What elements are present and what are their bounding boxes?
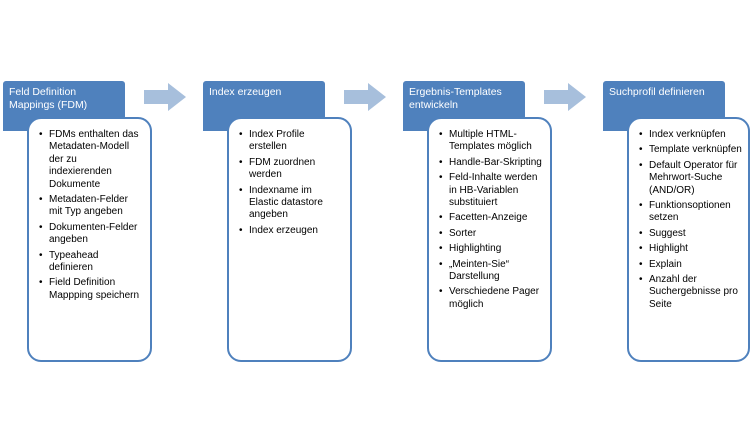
step-1-list: FDMs enthalten das Metadaten-Modell der …	[39, 129, 142, 302]
list-item: „Meinten-Sie“ Darstellung	[439, 259, 542, 284]
step-4-title: Suchprofil definieren	[609, 86, 705, 98]
list-item: Highlighting	[439, 243, 542, 256]
list-item: Verschiedene Pager möglich	[439, 286, 542, 311]
list-item: Indexname im Elastic datastore angeben	[239, 185, 342, 222]
step-3-title: Ergebnis-Templates entwickeln	[409, 86, 502, 111]
list-item: Funktionsoptionen setzen	[639, 200, 744, 225]
list-item: Typeahead definieren	[39, 250, 142, 275]
list-item: FDMs enthalten das Metadaten-Modell der …	[39, 129, 142, 191]
list-item: Template verknüpfen	[639, 144, 744, 157]
step-2-box: Index Profile erstellen FDM zuordnen wer…	[227, 117, 352, 362]
list-item: Metadaten-Felder mit Typ angeben	[39, 194, 142, 219]
step-2-list: Index Profile erstellen FDM zuordnen wer…	[239, 129, 342, 238]
step-4-box: Index verknüpfen Template verknüpfen Def…	[627, 117, 750, 362]
list-item: Feld-Inhalte werden in HB-Variablen subs…	[439, 172, 542, 209]
step-1-box: FDMs enthalten das Metadaten-Modell der …	[27, 117, 152, 362]
list-item: Default Operator für Mehrwort-Suche (AND…	[639, 160, 744, 197]
list-item: Index erzeugen	[239, 225, 342, 238]
list-item: Highlight	[639, 243, 744, 256]
list-item: Explain	[639, 259, 744, 272]
list-item: FDM zuordnen werden	[239, 157, 342, 182]
list-item: Handle-Bar-Skripting	[439, 157, 542, 170]
list-item: Field Definition Mappping speichern	[39, 277, 142, 302]
list-item: Sorter	[439, 228, 542, 241]
list-item: Index verknüpfen	[639, 129, 744, 142]
list-item: Index Profile erstellen	[239, 129, 342, 154]
list-item: Multiple HTML-Templates möglich	[439, 129, 542, 154]
list-item: Anzahl der Suchergebnisse pro Seite	[639, 274, 744, 311]
right-arrow-icon	[544, 83, 586, 111]
right-arrow-icon	[344, 83, 386, 111]
step-4-list: Index verknüpfen Template verknüpfen Def…	[639, 129, 744, 311]
list-item: Suggest	[639, 228, 744, 241]
step-3-box: Multiple HTML-Templates möglich Handle-B…	[427, 117, 552, 362]
step-1-title: Feld Definition Mappings (FDM)	[9, 86, 88, 111]
right-arrow-icon	[144, 83, 186, 111]
step-2-title: Index erzeugen	[209, 86, 282, 98]
list-item: Facetten-Anzeige	[439, 212, 542, 225]
list-item: Dokumenten-Felder angeben	[39, 222, 142, 247]
step-3-list: Multiple HTML-Templates möglich Handle-B…	[439, 129, 542, 311]
